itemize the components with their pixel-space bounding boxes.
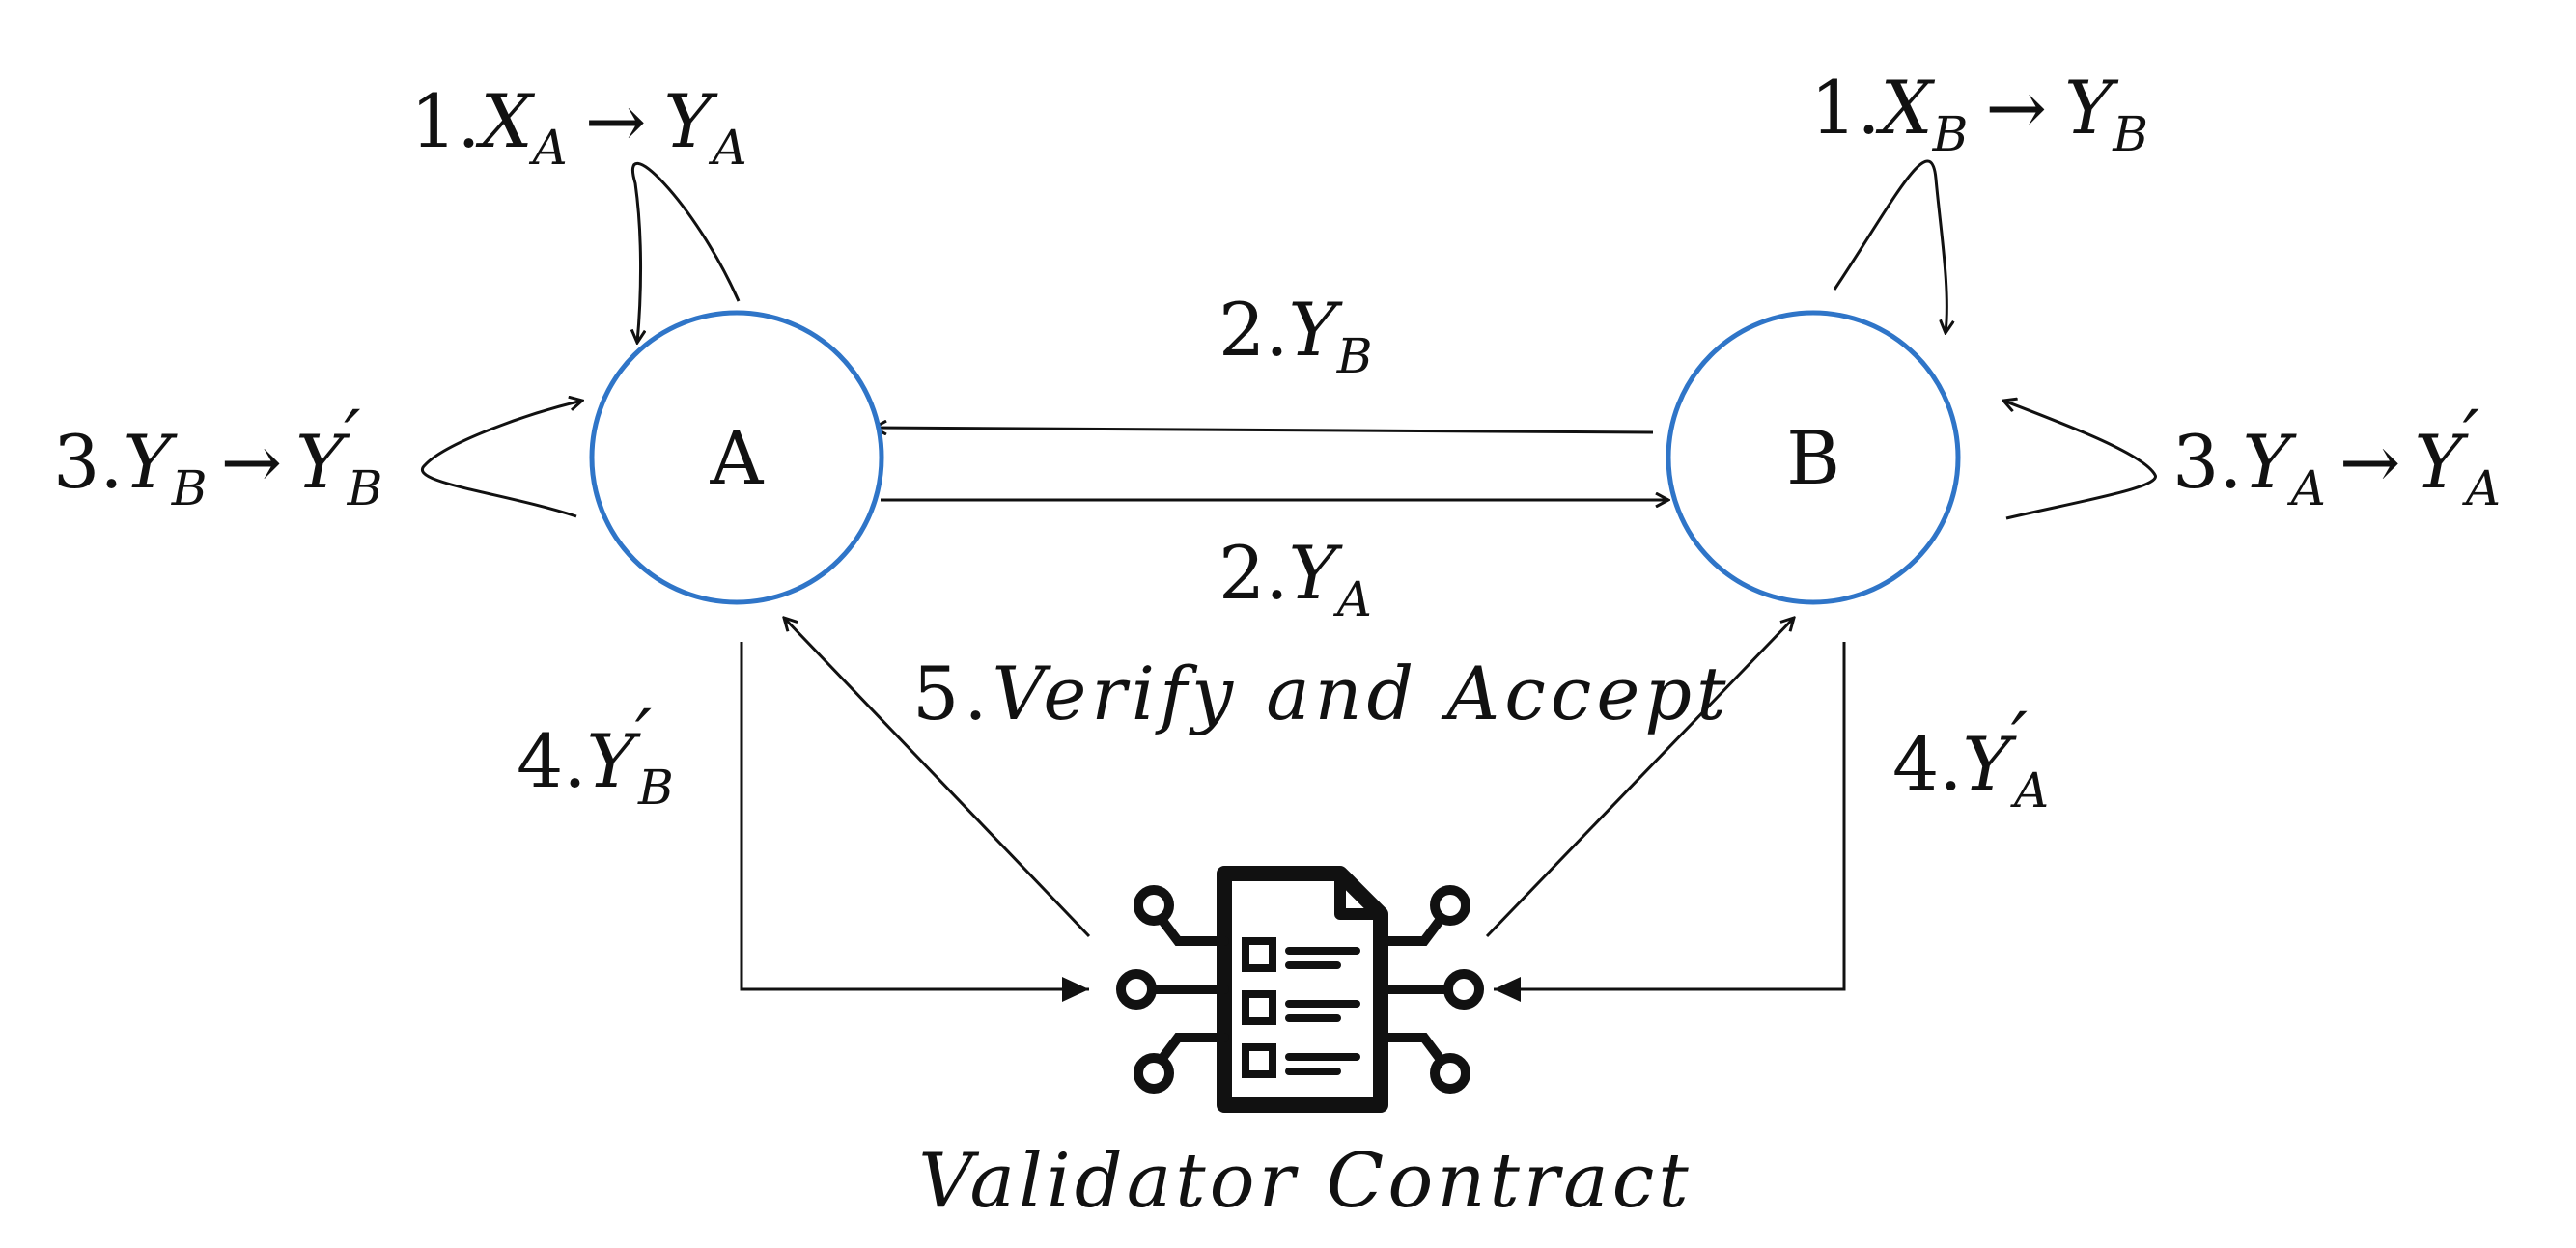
arrow-validator-to-a	[784, 618, 1091, 938]
node-b-label: B	[1786, 415, 1840, 501]
left-circuit-traces	[1149, 917, 1229, 1062]
document-fold	[1334, 874, 1381, 920]
self-loop-a-top	[632, 161, 741, 343]
label-step2-yb: 2.YB	[1218, 287, 1372, 384]
label-step5: 5.Verify and Accept	[912, 651, 1731, 736]
validator-caption: Validator Contract	[918, 1138, 1692, 1225]
label-step4-b: 4.Y′A	[1892, 696, 2049, 818]
checkbox-2	[1242, 990, 1276, 1025]
smart-contract-document-icon[interactable]	[1116, 866, 1484, 1113]
node-a[interactable]	[589, 310, 884, 605]
node-b[interactable]	[1666, 310, 1961, 605]
label-step3-b: 3.YA→Y′A	[2172, 394, 2501, 516]
document-outline	[1217, 866, 1388, 1113]
arrow-b-to-a	[874, 428, 1654, 432]
label-step1-b: 1.XB→YB	[1810, 65, 2148, 162]
arrow-validator-to-b	[1485, 618, 1794, 938]
right-circuit-traces	[1376, 917, 1451, 1062]
arrow-a-to-validator	[740, 642, 1089, 1002]
label-step2-ya: 2.YA	[1218, 530, 1372, 627]
node-a-label: A	[710, 415, 765, 501]
label-step4-a: 4.Y′B	[517, 693, 674, 816]
self-loop-a-left	[421, 401, 582, 518]
checkbox-1	[1242, 937, 1276, 972]
label-step1-a: 1.XA→YA	[410, 78, 747, 176]
left-circuit-nodes	[1116, 885, 1174, 1094]
self-loop-b-right	[2003, 401, 2157, 520]
self-loop-b-top	[1833, 159, 1946, 333]
arrow-b-to-validator	[1494, 642, 1846, 1002]
right-circuit-nodes	[1430, 885, 1484, 1094]
checkbox-3	[1242, 1043, 1276, 1078]
label-step3-a: 3.YB→Y′B	[53, 394, 382, 516]
